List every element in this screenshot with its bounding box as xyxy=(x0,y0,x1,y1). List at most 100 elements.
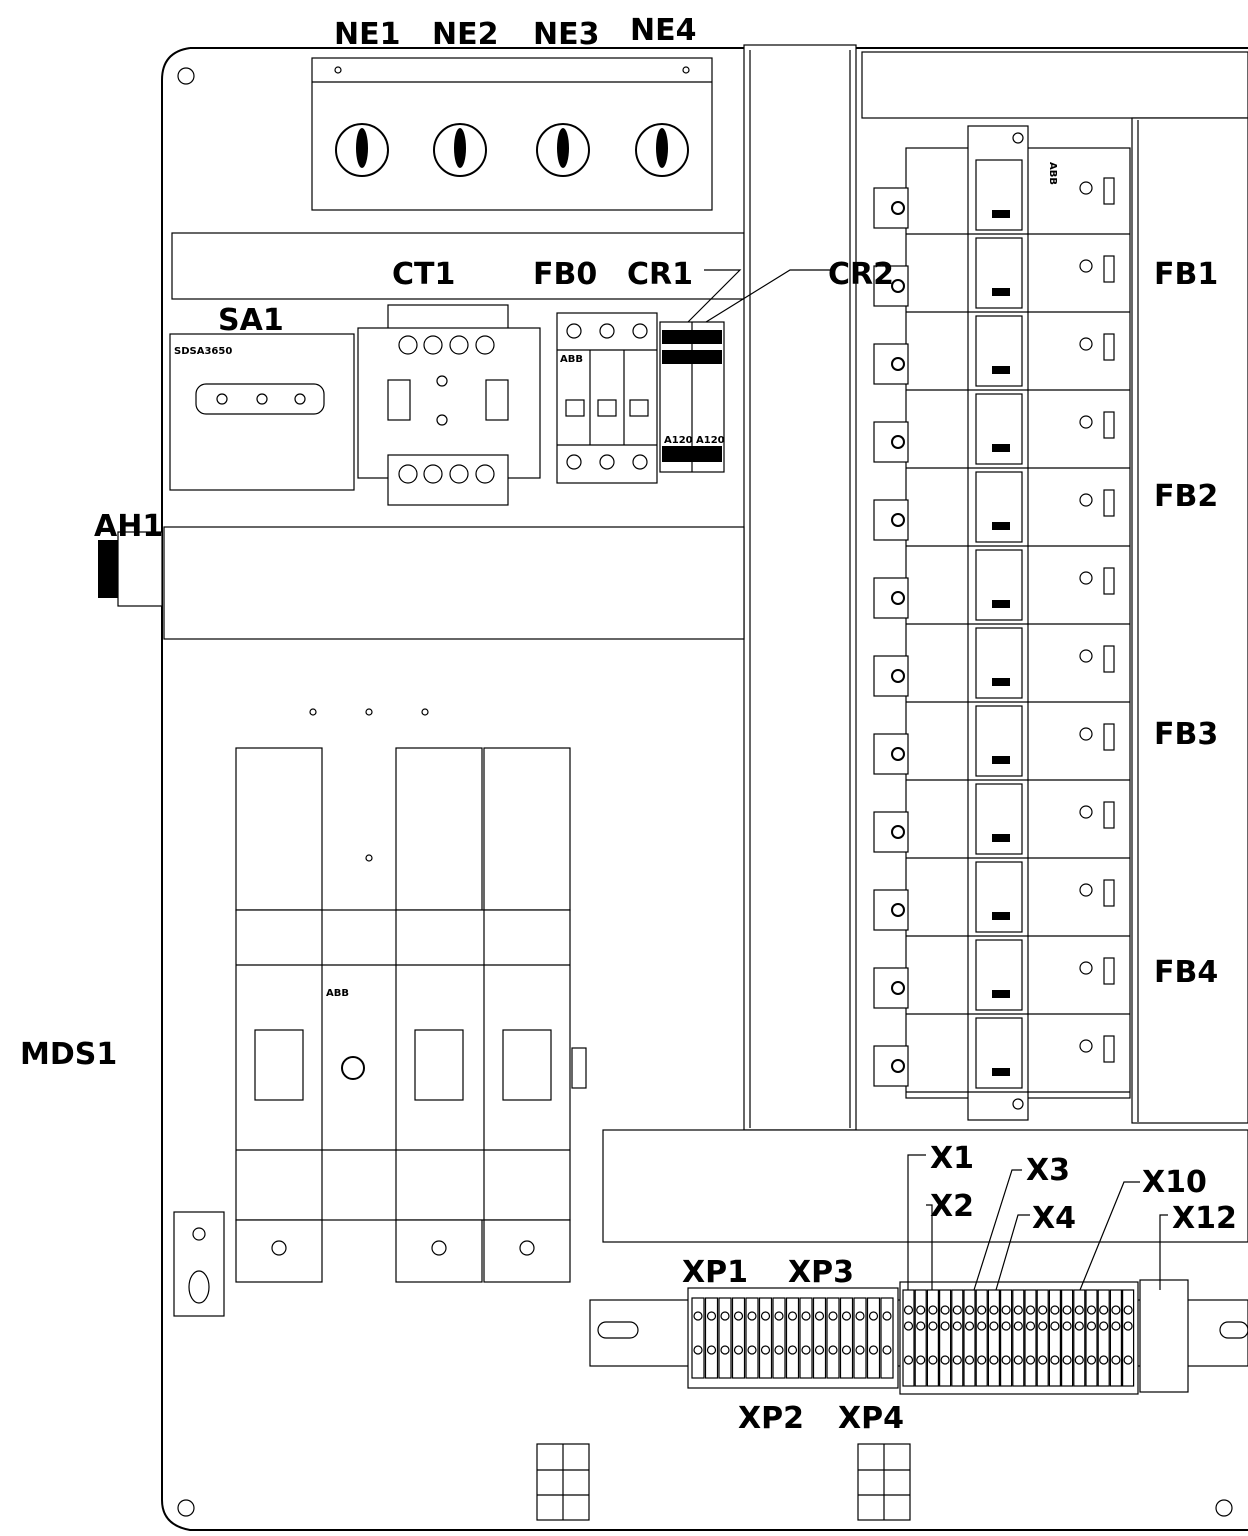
label-ne2: NE2 xyxy=(432,17,498,52)
branch-breaker xyxy=(873,159,1130,235)
label-ah1: AH1 xyxy=(94,509,163,544)
terminal xyxy=(772,1297,786,1379)
terminal xyxy=(718,1297,732,1379)
terminal-strip-x xyxy=(899,1279,1189,1395)
ground-lug xyxy=(173,1211,225,1317)
branch-breaker xyxy=(873,705,1130,781)
terminal xyxy=(1073,1289,1086,1387)
main-disconnect-mds1: ABB xyxy=(235,708,587,1283)
terminal xyxy=(975,1289,988,1387)
label-x3: X3 xyxy=(1026,1153,1070,1188)
cr1-rating-text: A120 xyxy=(664,435,693,446)
terminal xyxy=(1048,1289,1062,1387)
terminal xyxy=(938,1289,952,1387)
label-x12: X12 xyxy=(1172,1201,1237,1236)
terminal xyxy=(866,1297,881,1379)
branch-breaker xyxy=(873,1017,1130,1093)
terminal xyxy=(785,1297,800,1379)
branch-breaker xyxy=(873,939,1130,1015)
upper-wire-duct xyxy=(171,51,1248,300)
branch-breaker xyxy=(873,627,1130,703)
label-fb2: FB2 xyxy=(1154,479,1218,514)
terminal xyxy=(1097,1289,1110,1387)
terminal xyxy=(926,1289,940,1387)
label-xp4: XP4 xyxy=(838,1401,904,1436)
surge-arrester-sa1: SDSA3650 xyxy=(169,333,355,491)
label-xp1: XP1 xyxy=(682,1255,748,1290)
branch-breaker xyxy=(873,549,1130,625)
label-ct1: CT1 xyxy=(392,257,455,292)
label-x10: X10 xyxy=(1142,1165,1207,1200)
terminal xyxy=(839,1297,854,1379)
terminal xyxy=(1121,1289,1135,1387)
bottom-knockouts xyxy=(536,1443,911,1521)
terminal xyxy=(999,1289,1013,1387)
label-xp3: XP3 xyxy=(788,1255,854,1290)
selector-switch-ne3 xyxy=(536,123,590,177)
label-ne1: NE1 xyxy=(334,17,400,52)
terminal xyxy=(853,1297,867,1379)
label-fb4: FB4 xyxy=(1154,955,1218,990)
fuse-block-fb0: ABB xyxy=(556,312,658,484)
terminal xyxy=(1012,1289,1025,1387)
label-x2: X2 xyxy=(930,1189,974,1224)
breaker-brand-text: ABB xyxy=(1047,162,1058,185)
control-relays-cr1-cr2: A120 A120 xyxy=(659,321,725,473)
terminal xyxy=(1060,1289,1074,1387)
branch-breaker xyxy=(873,237,1130,313)
terminal-strip-xp xyxy=(687,1287,899,1389)
selector-switch-ne4 xyxy=(635,123,689,177)
label-sa1: SA1 xyxy=(218,303,284,338)
terminal xyxy=(731,1297,746,1379)
selector-switch-ne2 xyxy=(433,123,487,177)
middle-wire-duct xyxy=(163,526,745,640)
branch-breaker xyxy=(873,393,1130,469)
label-x4: X4 xyxy=(1032,1201,1076,1236)
terminal xyxy=(951,1289,964,1387)
terminal xyxy=(880,1297,894,1379)
terminal xyxy=(987,1289,1001,1387)
vertical-wire-duct xyxy=(743,44,1248,1131)
terminal xyxy=(963,1289,976,1387)
terminal xyxy=(826,1297,840,1379)
cr2-rating-text: A120 xyxy=(696,435,725,446)
selector-switch-panel xyxy=(311,57,713,211)
label-mds1: MDS1 xyxy=(20,1037,117,1072)
anti-condensation-heater-ah1 xyxy=(98,531,163,607)
terminal xyxy=(704,1297,719,1379)
fb0-brand-text: ABB xyxy=(560,354,583,365)
terminal xyxy=(691,1297,705,1379)
label-fb3: FB3 xyxy=(1154,717,1218,752)
label-fb0: FB0 xyxy=(533,257,597,292)
branch-breaker xyxy=(873,315,1130,391)
leader-lines-relays xyxy=(687,269,830,323)
terminal xyxy=(1024,1289,1037,1387)
terminal xyxy=(1085,1289,1098,1387)
branch-breaker-stack: ABB xyxy=(873,125,1131,1121)
branch-breaker xyxy=(873,783,1130,859)
lower-wire-duct xyxy=(602,1129,1248,1243)
branch-breaker xyxy=(873,861,1130,937)
selector-switch-ne1 xyxy=(335,123,389,177)
terminal xyxy=(812,1297,827,1379)
terminal xyxy=(914,1289,927,1387)
label-x1: X1 xyxy=(930,1141,974,1176)
mds1-brand-text: ABB xyxy=(326,988,349,999)
label-xp2: XP2 xyxy=(738,1401,804,1436)
terminal xyxy=(758,1297,773,1379)
terminal xyxy=(1036,1289,1049,1387)
branch-breaker xyxy=(873,471,1130,547)
terminal xyxy=(745,1297,759,1379)
component-labels: NE1 NE2 NE3 NE4 CT1 FB0 CR1 CR2 SA1 AH1 … xyxy=(20,13,1237,1436)
terminal xyxy=(1109,1289,1123,1387)
label-cr1: CR1 xyxy=(627,257,693,292)
label-ne4: NE4 xyxy=(630,13,696,48)
label-ne3: NE3 xyxy=(533,17,599,52)
label-fb1: FB1 xyxy=(1154,257,1218,292)
sa1-model-text: SDSA3650 xyxy=(174,346,232,357)
control-transformer-ct1 xyxy=(357,304,541,506)
terminal xyxy=(799,1297,813,1379)
leader-lines-terminals xyxy=(907,1154,1168,1291)
label-cr2: CR2 xyxy=(828,257,894,292)
